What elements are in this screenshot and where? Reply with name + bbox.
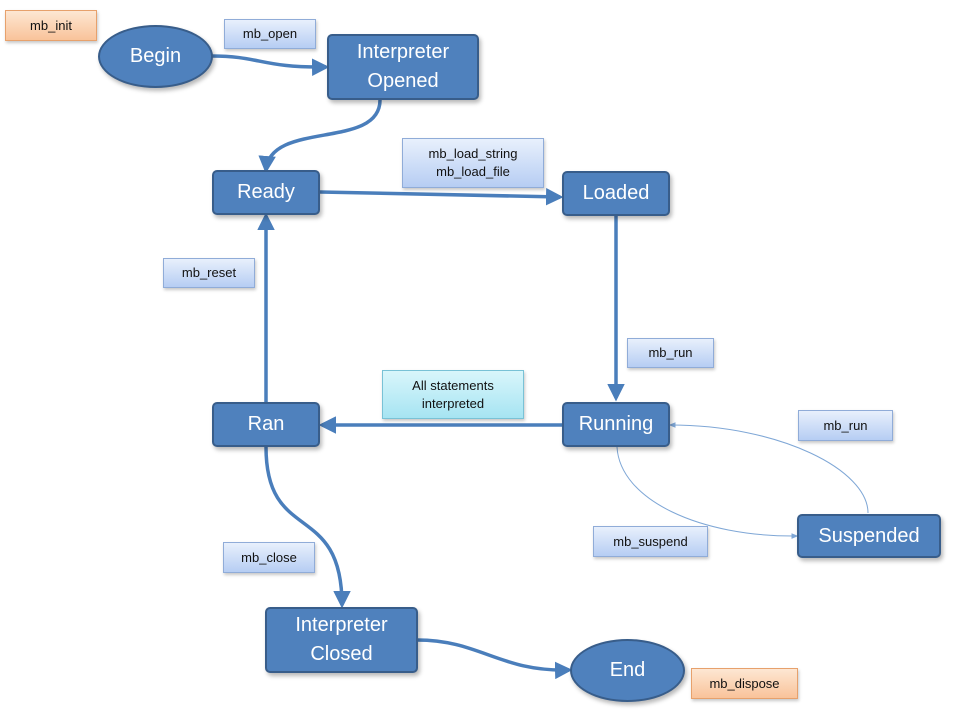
label-mb-run-resume: mb_run [798,410,893,441]
state-suspended: Suspended [797,514,941,558]
label-mb-run: mb_run [627,338,714,368]
state-interpreter-closed: Interpreter Closed [265,607,418,673]
label-mb-reset: mb_reset [163,258,255,288]
edge-ready-to-loaded [319,187,564,206]
state-running: Running [562,402,670,447]
label-mb-suspend: mb_suspend [593,526,708,557]
state-ran: Ran [212,402,320,447]
state-ready: Ready [212,170,320,215]
edge-running-to-suspended [616,446,799,539]
edge-suspended-to-running [668,422,869,514]
label-mb-init: mb_init [5,10,97,41]
state-loaded: Loaded [562,171,670,216]
label-mb-close: mb_close [223,542,315,573]
label-mb-dispose: mb_dispose [691,668,798,699]
edge-opened-to-ready [258,99,382,174]
label-mb-load: mb_load_string mb_load_file [402,138,544,188]
edge-ran-to-closed [264,446,351,609]
label-all-statements-interpreted: All statements interpreted [382,370,524,419]
state-end: End [570,639,685,702]
label-mb-open: mb_open [224,19,316,49]
state-interpreter-opened: Interpreter Opened [327,34,479,100]
state-begin: Begin [98,25,213,88]
edge-closed-to-end [416,638,573,680]
edge-begin-to-opened [211,54,330,76]
